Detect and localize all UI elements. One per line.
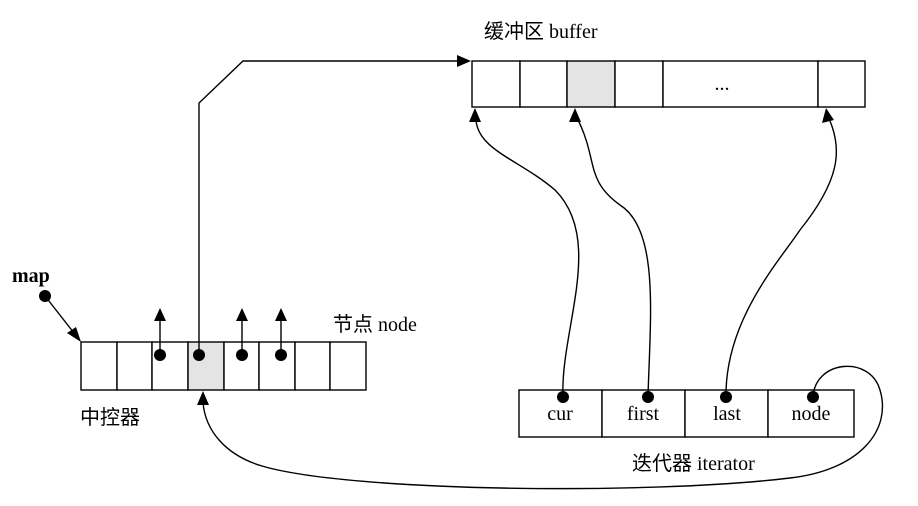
map-arrowhead <box>67 327 81 342</box>
map-array <box>80 341 367 391</box>
buffer-cell <box>614 60 664 108</box>
map-cell-current <box>187 341 225 391</box>
buffer-cell <box>817 60 866 108</box>
iterator-label: 迭代器 iterator <box>632 452 755 475</box>
map-cell <box>151 341 189 391</box>
map-label: map <box>12 265 50 287</box>
buffer-label: 缓冲区 buffer <box>484 20 598 43</box>
buffer-cell <box>662 60 819 108</box>
map-cell <box>329 341 367 391</box>
iterator-pointers <box>197 108 884 490</box>
buffer-cell <box>519 60 568 108</box>
map-cell <box>116 341 153 391</box>
controller-label: 中控器 <box>80 406 140 429</box>
iterator-node: node <box>792 403 831 425</box>
buffer-cell <box>566 60 616 108</box>
iterator-last: last <box>713 403 741 425</box>
buffer-cell <box>471 60 521 108</box>
buffer-array: ... <box>471 60 866 108</box>
map-cell <box>258 341 296 391</box>
iterator-cur: cur <box>547 403 573 425</box>
iterator-struct: cur first last node <box>518 389 855 438</box>
node-pointers <box>154 55 471 361</box>
buffer-ellipsis: ... <box>715 73 730 95</box>
node-label: 节点 node <box>333 313 417 336</box>
map-cell <box>294 341 331 391</box>
iterator-first: first <box>627 403 660 425</box>
map-cell <box>80 341 118 391</box>
